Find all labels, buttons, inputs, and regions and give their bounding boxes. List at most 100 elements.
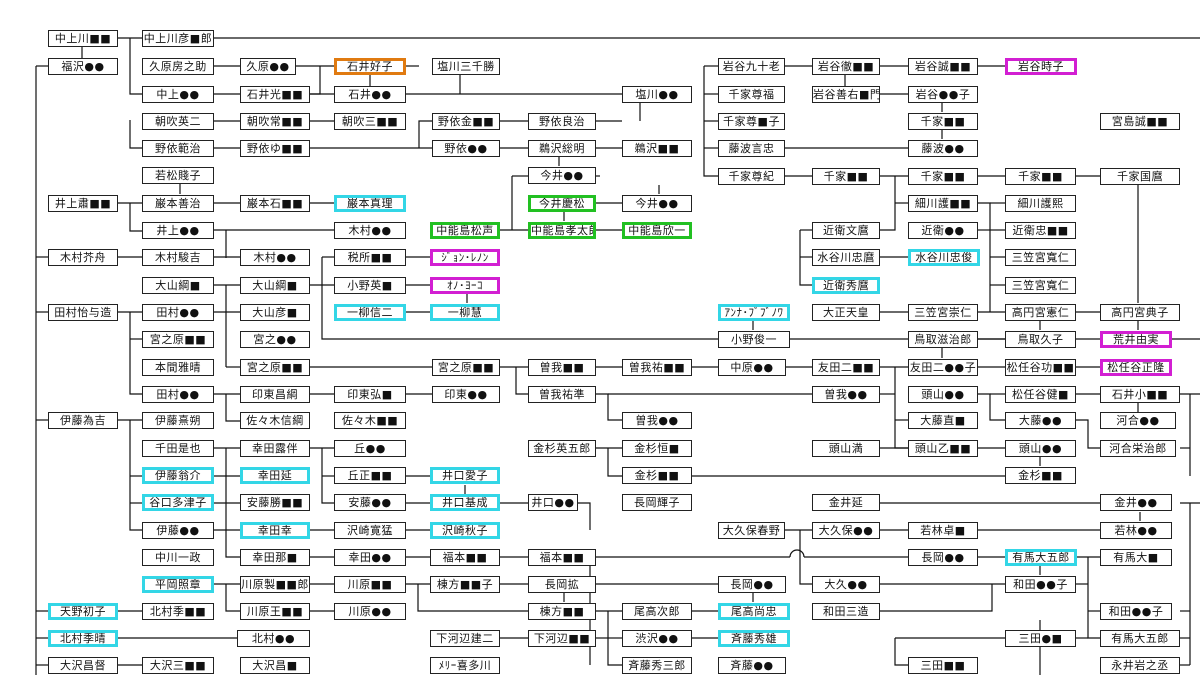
person-node: 塩川●● — [622, 86, 692, 103]
person-node: 井口愛子 — [430, 467, 500, 484]
person-node: 福本■■ — [528, 549, 596, 566]
person-node: 印東●● — [432, 386, 500, 403]
person-node: 伊藤熹朔 — [142, 412, 214, 429]
person-node: 田村●● — [142, 304, 214, 321]
person-node: 中原●● — [718, 359, 786, 376]
person-node: 幸田那■ — [240, 549, 310, 566]
person-node: 友田二■■ — [812, 359, 880, 376]
person-node: 細川護熙 — [1005, 195, 1076, 212]
person-node: 岩谷善右■門 — [812, 86, 880, 103]
person-node: 巌本真理 — [334, 195, 406, 212]
person-node: 福本■■ — [430, 549, 500, 566]
person-node: 木村●● — [334, 222, 406, 239]
person-node: 千家■■ — [812, 168, 880, 185]
person-node: 朝吹三■■ — [334, 113, 406, 130]
person-node: 石井小■■ — [1100, 386, 1180, 403]
person-node: 棟方■■ — [528, 603, 596, 620]
person-node: 宮島誠■■ — [1100, 113, 1180, 130]
person-node: 大山綱■ — [240, 277, 310, 294]
person-node: 川原製■■郎 — [240, 576, 310, 593]
person-node: 井上●● — [142, 222, 214, 239]
person-node: 野依●● — [432, 140, 500, 157]
person-node: 若林卓■ — [908, 522, 978, 539]
person-node: 曽我祐準 — [528, 386, 596, 403]
person-node: 近衛●● — [908, 222, 978, 239]
person-node: ﾒﾘｰ喜多川 — [430, 657, 500, 674]
person-node: 朝吹英二 — [142, 113, 214, 130]
person-node: 金井●● — [1100, 494, 1172, 511]
person-node: 斉藤秀三郎 — [622, 657, 692, 674]
person-node: 大久保春野 — [718, 522, 785, 539]
person-node: 有馬大■ — [1100, 549, 1172, 566]
person-node: 大久保●● — [812, 522, 880, 539]
person-node: 金杉■■ — [1005, 467, 1076, 484]
person-node: 千家■■ — [908, 168, 978, 185]
person-node: 伊藤●● — [142, 522, 214, 539]
person-node: 佐々木■■ — [334, 412, 406, 429]
person-node: 長岡●● — [718, 576, 786, 593]
person-node: 金井延 — [812, 494, 880, 511]
person-node: 水谷川忠麿 — [812, 249, 880, 266]
person-node: 沢崎秋子 — [430, 522, 500, 539]
person-node: 木村●● — [240, 249, 310, 266]
person-node: 高円宮典子 — [1100, 304, 1180, 321]
person-node: 藤波●● — [908, 140, 978, 157]
person-node: ｵﾉ･ﾖｰｺ — [430, 277, 500, 294]
person-node: 中川一政 — [142, 549, 214, 566]
person-node: 岩谷●●子 — [908, 86, 978, 103]
person-node: 近衛秀麿 — [812, 277, 880, 294]
person-node: 大久●● — [812, 576, 880, 593]
person-node: 大沢三■■ — [142, 657, 214, 674]
person-node: 頭山●● — [1005, 440, 1076, 457]
person-node: 川原■■ — [334, 576, 406, 593]
person-node: 税所■■ — [334, 249, 406, 266]
person-node: 一柳信二 — [334, 304, 406, 321]
person-node: 松任谷功■■ — [1005, 359, 1076, 376]
person-node: 天野初子 — [48, 603, 118, 620]
person-node: 今井●● — [622, 195, 692, 212]
person-node: 頭山●● — [908, 386, 978, 403]
person-node: 曽我■■ — [528, 359, 596, 376]
person-node: 岩谷徹■■ — [812, 58, 880, 75]
person-node: 高円宮憲仁 — [1005, 304, 1076, 321]
person-node: 平岡照章 — [142, 576, 214, 593]
person-node: 井口基成 — [430, 494, 500, 511]
person-node: 沢崎寛猛 — [334, 522, 406, 539]
person-node: 尾高次郎 — [622, 603, 692, 620]
person-node: 三笠宮崇仁 — [908, 304, 978, 321]
person-node: 印東昌綱 — [240, 386, 310, 403]
person-node: 千田是也 — [142, 440, 214, 457]
person-node: 朝吹常■■ — [240, 113, 310, 130]
person-node: 河合栄治郎 — [1100, 440, 1176, 457]
person-node: 有馬大五郎 — [1100, 630, 1180, 647]
person-node: 大正天皇 — [812, 304, 880, 321]
person-node: 和田●●子 — [1005, 576, 1076, 593]
person-node: 藤波言忠 — [718, 140, 785, 157]
person-node: 幸田●● — [334, 549, 406, 566]
person-node: 若松賤子 — [142, 167, 214, 184]
person-node: 三田■■ — [908, 657, 978, 674]
person-node: 久原●● — [240, 58, 296, 75]
person-node: ｼﾞｮﾝ･ﾚﾉﾝ — [430, 249, 500, 266]
person-node: 小野俊一 — [718, 331, 790, 348]
person-node: 宮之原■■ — [240, 359, 310, 376]
person-node: 一柳慧 — [430, 304, 500, 321]
person-node: 近衛忠■■ — [1005, 222, 1076, 239]
person-node: ｱﾝﾅ･ﾌﾞﾌﾞﾉﾜ — [718, 304, 790, 321]
person-node: 鳥取滋治郎 — [908, 331, 978, 348]
person-node: 野依範治 — [142, 140, 214, 157]
person-node: 塩川三千勝 — [432, 58, 500, 75]
person-node: 千家■■ — [908, 113, 978, 130]
person-node: 金杉英五郎 — [528, 440, 596, 457]
person-node: 渋沢●● — [622, 630, 692, 647]
person-node: 細川護■■ — [908, 195, 978, 212]
person-node: 千家尊福 — [718, 86, 785, 103]
person-node: 鵜沢■■ — [622, 140, 692, 157]
person-node: 千家国麿 — [1100, 168, 1180, 185]
person-node: 野依良治 — [528, 113, 596, 130]
person-node: 大山綱■ — [142, 277, 214, 294]
person-node: 金杉恒■ — [622, 440, 692, 457]
person-node: 野依ゆ■■ — [240, 140, 310, 157]
person-node: 棟方■■子 — [430, 576, 500, 593]
